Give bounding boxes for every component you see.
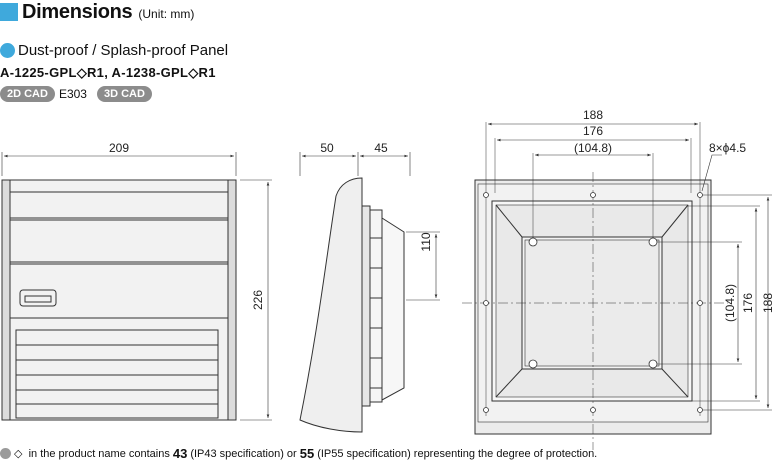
back-height-inner-dim: (104.8): [723, 284, 737, 322]
hole-outer-ml: [483, 300, 489, 306]
page-title: Dimensions: [22, 0, 133, 23]
bullet-dot-icon: [0, 43, 15, 58]
front-height-dim: 226: [251, 290, 265, 310]
cad-3d-button[interactable]: 3D CAD: [96, 86, 152, 102]
mounting-holes: [483, 192, 703, 413]
unit-label: (Unit: mm): [138, 7, 195, 21]
footnote-text-a: in the product name contains: [28, 447, 170, 460]
back-height-outer-dim: 188: [761, 293, 775, 313]
hole-outer-bl: [483, 407, 489, 413]
back-width-mid-dim: 176: [583, 124, 603, 138]
product-heading: Dust-proof / Splash-proof Panel: [0, 42, 228, 59]
footnote-value-a: 43: [172, 446, 188, 461]
hole-outer-mr: [697, 300, 703, 306]
back-width-inner-dim: (104.8): [574, 141, 612, 155]
back-width-outer-dim: 188: [583, 108, 603, 122]
gray-dot-icon: [0, 448, 11, 459]
back-view: [462, 122, 772, 450]
hole-inner-tr: [648, 237, 658, 247]
back-height-mid-dim: 176: [741, 293, 755, 313]
cad-links: 2D CAD E303 3D CAD: [0, 86, 152, 102]
footnote-text-c: (IP55 specification) representing the de…: [317, 447, 598, 460]
footnote-value-b: 55: [299, 446, 315, 461]
hole-outer-br: [697, 407, 703, 413]
hole-inner-br: [648, 359, 658, 369]
footnote-text-b: (IP43 specification) or: [190, 447, 297, 460]
footnote: ◇ in the product name contains 43 (IP43 …: [0, 446, 597, 461]
hole-outer-tl: [483, 192, 489, 198]
front-view: [1, 152, 272, 421]
model-numbers: A-1225-GPL◇R1, A-1238-GPL◇R1: [0, 65, 216, 80]
side-depth1-dim: 50: [320, 141, 334, 155]
header-square-icon: [0, 3, 18, 21]
holes-dim: 8×ϕ4.5: [709, 141, 746, 155]
section-header: Dimensions (Unit: mm): [0, 0, 194, 24]
side-height-dim: 110: [419, 232, 433, 251]
product-name: Dust-proof / Splash-proof Panel: [18, 42, 229, 59]
cad-2d-button[interactable]: 2D CAD: [0, 86, 55, 102]
hole-outer-tc: [590, 192, 596, 198]
side-depth2-dim: 45: [374, 141, 388, 155]
hole-inner-tl: [528, 237, 538, 247]
footnote-symbol: ◇: [14, 448, 23, 460]
front-width-dim: 209: [109, 141, 129, 155]
hole-outer-tr: [697, 192, 703, 198]
side-view: [299, 152, 440, 433]
hole-inner-bl: [528, 359, 538, 369]
cad-code: E303: [58, 87, 87, 101]
hole-outer-bc: [590, 407, 596, 413]
